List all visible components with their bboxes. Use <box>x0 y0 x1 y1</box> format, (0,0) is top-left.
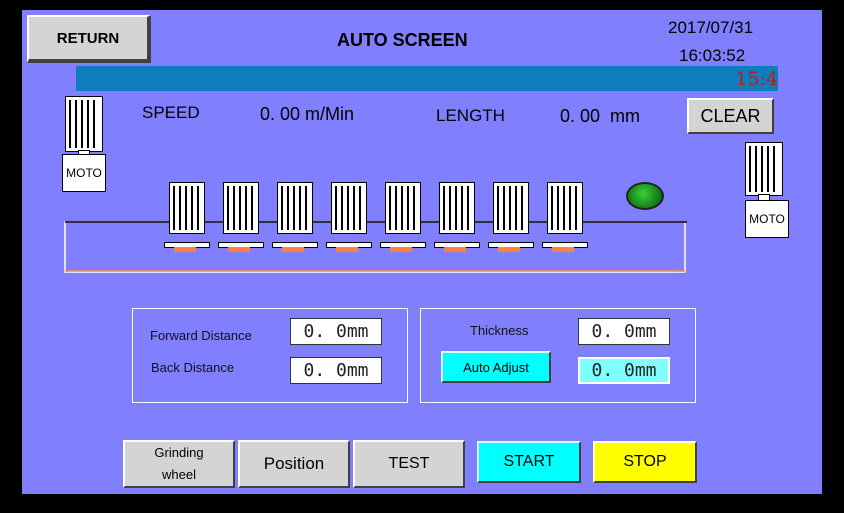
ticker-bar: 15:4 <box>76 66 778 91</box>
thickness-field[interactable]: 0. 0mm <box>578 318 670 345</box>
return-button-label: RETURN <box>56 29 120 47</box>
length-value: 0. 00 mm <box>560 106 641 126</box>
grinding-wheel-label-line1: Grinding <box>154 445 204 460</box>
left-motor-icon <box>65 96 103 152</box>
forward-distance-label: Forward Distance <box>150 328 252 343</box>
right-motor-label-box: MOTO <box>745 200 789 238</box>
auto-adjust-button[interactable]: Auto Adjust <box>441 351 551 383</box>
test-button[interactable]: TEST <box>353 440 465 488</box>
page-title: AUTO SCREEN <box>337 30 468 50</box>
auto-adjust-label: Auto Adjust <box>463 359 529 375</box>
back-distance-label: Back Distance <box>151 360 235 375</box>
forward-distance-field[interactable]: 0. 0mm <box>290 318 382 345</box>
date-display: 2017/07/31 <box>668 18 754 37</box>
ticker-text: 15:4 <box>735 68 778 90</box>
start-button[interactable]: START <box>477 441 581 483</box>
speed-label: SPEED <box>142 103 200 122</box>
grinding-wheel-button[interactable]: Grinding wheel <box>123 440 235 488</box>
back-distance-field[interactable]: 0. 0mm <box>290 357 382 384</box>
adjust-value-field[interactable]: 0. 0mm <box>578 357 670 384</box>
time-display: 16:03:52 <box>679 46 746 65</box>
position-button-label: Position <box>263 454 325 473</box>
test-button-label: TEST <box>388 455 430 472</box>
thickness-label: Thickness <box>470 323 529 338</box>
start-button-label: START <box>503 453 555 470</box>
left-motor-label: MOTO <box>66 166 102 180</box>
right-motor-label: MOTO <box>749 212 785 226</box>
grinding-wheel-label-line2: wheel <box>162 467 196 482</box>
stop-button-label: STOP <box>623 453 667 470</box>
speed-value: 0. 00 m/Min <box>260 104 355 124</box>
distance-panel: Forward Distance 0. 0mm Back Distance 0.… <box>132 308 408 403</box>
return-button[interactable]: RETURN <box>27 15 151 63</box>
stop-button[interactable]: STOP <box>593 441 697 483</box>
right-motor-icon <box>745 142 783 196</box>
hmi-screen: RETURN AUTO SCREEN 2017/07/31 16:03:52 1… <box>22 10 822 494</box>
clear-button-label: CLEAR <box>700 105 761 126</box>
status-lamp-icon <box>626 182 664 210</box>
left-motor-label-box: MOTO <box>62 154 106 192</box>
position-button[interactable]: Position <box>238 440 350 488</box>
clear-button[interactable]: CLEAR <box>687 98 774 134</box>
machine-bed <box>64 221 687 273</box>
length-label: LENGTH <box>436 106 505 125</box>
thickness-panel: Thickness 0. 0mm Auto Adjust 0. 0mm <box>420 308 696 403</box>
